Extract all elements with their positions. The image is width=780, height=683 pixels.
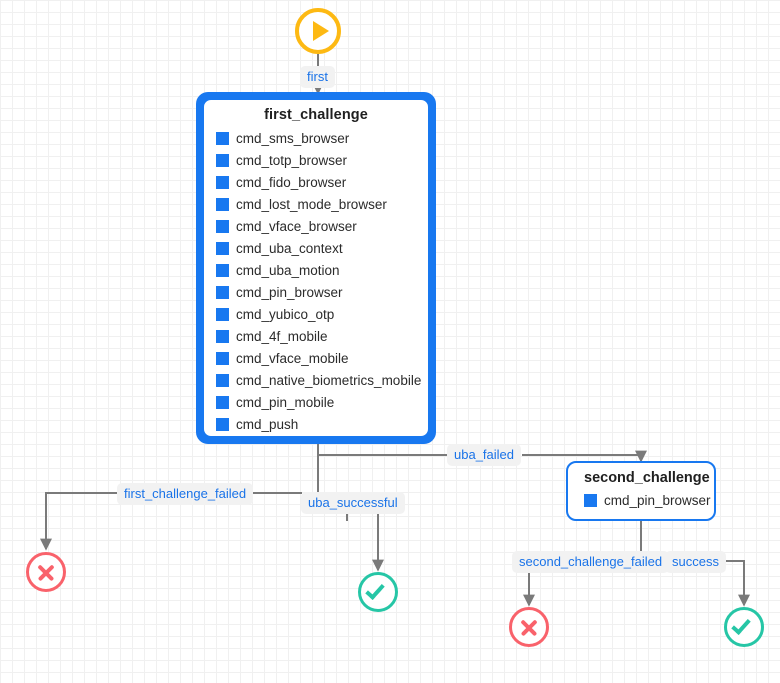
command-label: cmd_fido_browser — [236, 174, 347, 190]
command-item[interactable]: cmd_yubico_otp — [216, 303, 422, 325]
start-node[interactable] — [295, 8, 341, 54]
edge-label-second-challenge-failed[interactable]: second_challenge_failed — [512, 551, 670, 573]
command-list: cmd_sms_browser cmd_totp_browser cmd_fid… — [204, 127, 428, 436]
command-label: cmd_4f_mobile — [236, 328, 328, 344]
command-swatch-icon — [216, 417, 229, 431]
command-label: cmd_push — [236, 416, 299, 432]
command-item[interactable]: cmd_pin_browser — [584, 489, 711, 511]
command-swatch-icon — [216, 131, 229, 145]
command-swatch-icon — [216, 351, 229, 365]
command-swatch-icon — [216, 219, 229, 233]
command-label: cmd_lost_mode_browser — [236, 196, 387, 212]
command-label: cmd_vface_browser — [236, 218, 357, 234]
command-item[interactable]: cmd_lost_mode_browser — [216, 193, 422, 215]
state-node-body: first_challenge cmd_sms_browser cmd_totp… — [202, 98, 430, 438]
state-node-body: second_challenge cmd_pin_browser — [568, 463, 714, 519]
edge-label-uba-failed[interactable]: uba_failed — [447, 444, 521, 466]
edge-label-first-challenge-failed[interactable]: first_challenge_failed — [117, 483, 254, 505]
command-item[interactable]: cmd_native_biometrics_mobile — [216, 369, 422, 391]
state-title: first_challenge — [264, 107, 368, 123]
command-item[interactable]: cmd_pin_mobile — [216, 391, 422, 413]
command-swatch-icon — [216, 395, 229, 409]
command-swatch-icon — [216, 307, 229, 321]
end-node-failure-right[interactable] — [509, 607, 549, 647]
state-node-second-challenge[interactable]: second_challenge cmd_pin_browser — [566, 461, 716, 521]
command-label: cmd_pin_mobile — [236, 394, 335, 410]
command-item[interactable]: cmd_vface_browser — [216, 215, 422, 237]
state-node-first-challenge[interactable]: first_challenge cmd_sms_browser cmd_totp… — [196, 92, 436, 444]
command-item[interactable]: cmd_4f_mobile — [216, 325, 422, 347]
command-swatch-icon — [216, 373, 229, 387]
command-label: cmd_pin_browser — [604, 492, 711, 508]
command-swatch-icon — [216, 285, 229, 299]
command-swatch-icon — [216, 263, 229, 277]
edge-fcf-to-fail — [40, 492, 117, 551]
command-item[interactable]: cmd_sms_browser — [216, 127, 422, 149]
command-label: cmd_native_biometrics_mobile — [236, 372, 422, 388]
command-item[interactable]: cmd_vface_mobile — [216, 347, 422, 369]
edge-label-first[interactable]: first — [300, 66, 335, 88]
command-swatch-icon — [584, 493, 597, 507]
end-node-failure-left[interactable] — [26, 552, 66, 592]
command-swatch-icon — [216, 153, 229, 167]
command-label: cmd_uba_motion — [236, 262, 340, 278]
command-swatch-icon — [216, 197, 229, 211]
check-circle-icon — [731, 614, 751, 636]
command-list: cmd_pin_browser — [568, 489, 714, 517]
command-label: cmd_uba_context — [236, 240, 343, 256]
command-label: cmd_pin_browser — [236, 284, 343, 300]
command-label: cmd_sms_browser — [236, 130, 350, 146]
command-label: cmd_totp_browser — [236, 152, 348, 168]
end-node-success-middle[interactable] — [358, 572, 398, 612]
edge-label-uba-successful[interactable]: uba_successful — [301, 492, 405, 514]
command-swatch-icon — [216, 329, 229, 343]
edge-label-success[interactable]: success — [665, 551, 726, 573]
command-item[interactable]: cmd_fido_browser — [216, 171, 422, 193]
check-circle-icon — [365, 579, 385, 601]
state-title: second_challenge — [584, 470, 710, 486]
command-item[interactable]: cmd_uba_context — [216, 237, 422, 259]
command-swatch-icon — [216, 175, 229, 189]
command-item[interactable]: cmd_push — [216, 413, 422, 435]
command-label: cmd_yubico_otp — [236, 306, 335, 322]
end-node-success-right[interactable] — [724, 607, 764, 647]
command-swatch-icon — [216, 241, 229, 255]
command-item[interactable]: cmd_totp_browser — [216, 149, 422, 171]
command-item[interactable]: cmd_uba_motion — [216, 259, 422, 281]
play-icon — [312, 21, 329, 41]
command-label: cmd_vface_mobile — [236, 350, 349, 366]
command-item[interactable]: cmd_pin_browser — [216, 281, 422, 303]
